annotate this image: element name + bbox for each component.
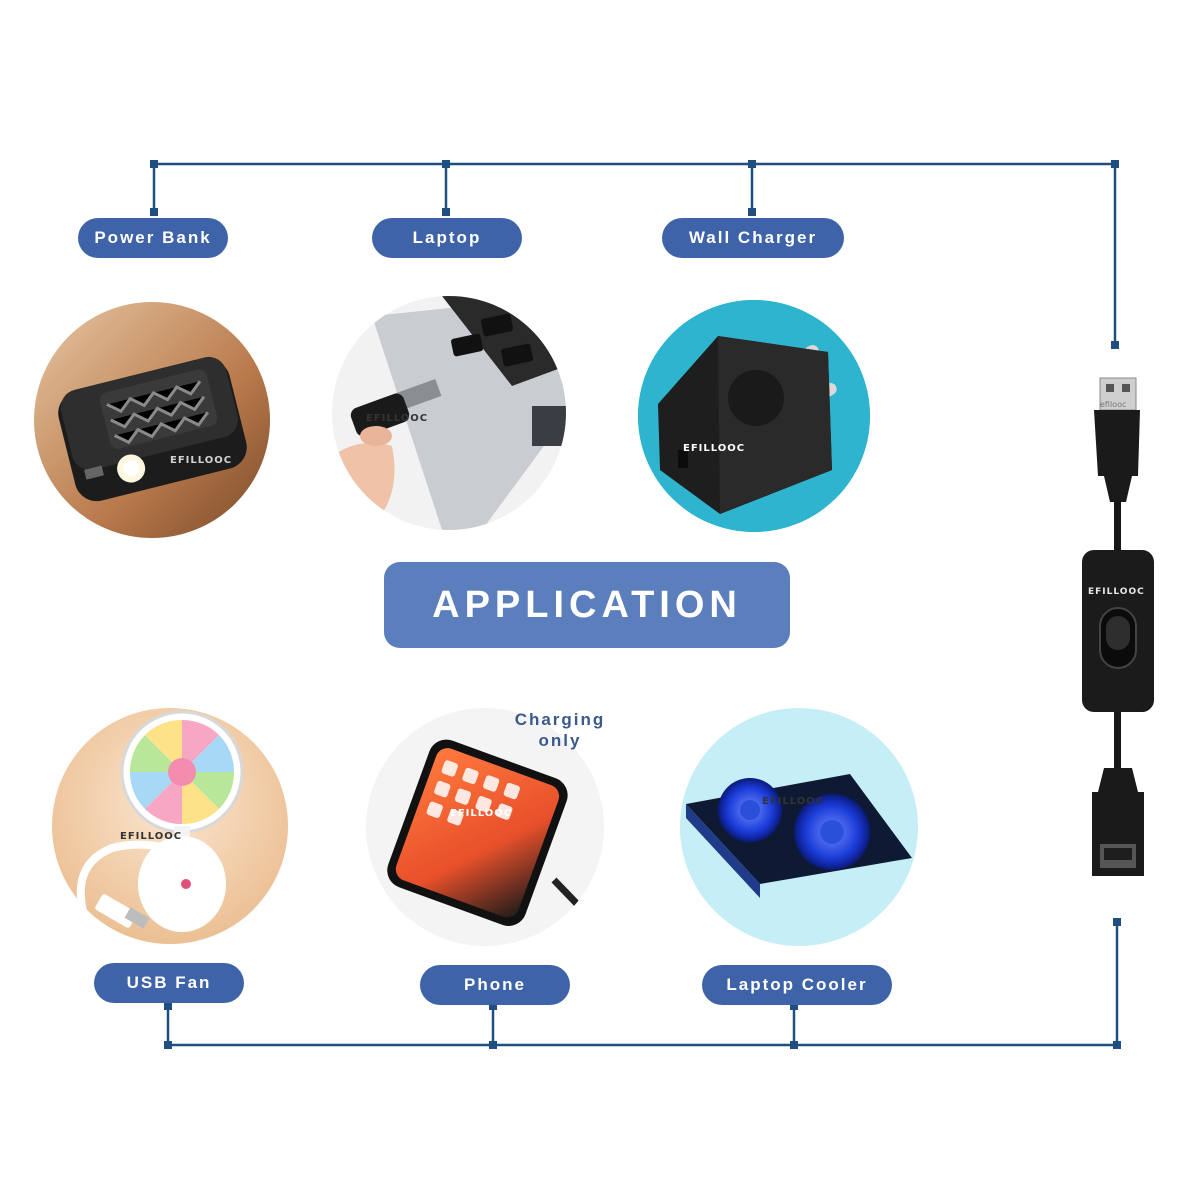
usb-fan-photo (52, 708, 288, 944)
usb-switch-cable-photo (1076, 372, 1156, 882)
brand-watermark: EFILLOOC (120, 831, 183, 842)
label-power-bank: Power Bank (78, 218, 228, 258)
brand-watermark: EFILLOOC (683, 443, 746, 454)
application-title: APPLICATION (384, 562, 790, 648)
brand-watermark: EFILLOOC (170, 455, 233, 466)
power-bank-photo (34, 302, 270, 538)
wall-charger-photo (638, 300, 870, 532)
brand-watermark: EFILLOOC (366, 413, 429, 424)
laptop-cooler-photo (680, 708, 918, 946)
smartphone-charging-photo (366, 708, 604, 946)
label-laptop: Laptop (372, 218, 522, 258)
plug-marking-label: efilooc (1100, 400, 1127, 409)
laptop-usb-port-photo (332, 296, 566, 530)
label-laptop-cooler: Laptop Cooler (702, 965, 892, 1005)
brand-watermark: EFILLOOC (450, 808, 513, 819)
label-phone: Phone (420, 965, 570, 1005)
switch-brand-label: EFILLOOC (1088, 587, 1145, 597)
brand-watermark: EFILLOOC (762, 796, 825, 807)
charging-only-note-line1: Charging (514, 710, 606, 729)
label-wall-charger: Wall Charger (662, 218, 844, 258)
charging-only-note-line2: only (538, 731, 582, 750)
label-usb-fan: USB Fan (94, 963, 244, 1003)
